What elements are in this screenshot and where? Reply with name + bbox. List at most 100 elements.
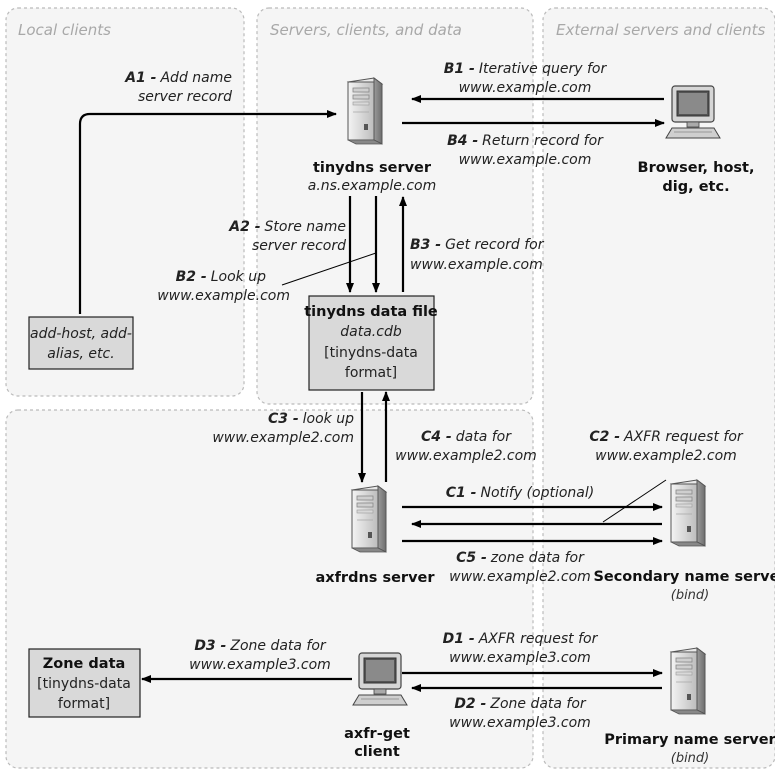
caption-a2-code: A2 - xyxy=(228,219,260,235)
caption-b3-code: B3 - xyxy=(410,237,441,253)
svg-text:D3 -Zone data for: D3 -Zone data for xyxy=(194,638,327,654)
axfr-get-label-line2: client xyxy=(354,744,400,760)
caption-b2-code: B2 - xyxy=(176,269,207,285)
caption-d3-line1: Zone data for xyxy=(229,638,327,654)
caption-b3-line2: www.example.com xyxy=(410,257,543,273)
arrows xyxy=(78,95,665,692)
svg-text:A1 -Add name: A1 -Add name xyxy=(124,70,232,86)
box-data-file-line3: [tinydns-data xyxy=(324,345,418,361)
svg-text:B3 -Get record for: B3 -Get record for xyxy=(410,237,545,253)
arrow-a1 xyxy=(78,110,337,314)
caption-b1: B1 -Iterative query for www.example.com xyxy=(444,61,608,96)
caption-c3-line2: www.example2.com xyxy=(212,430,354,446)
caption-b1-line1: Iterative query for xyxy=(479,61,608,77)
box-zone-data-line2: [tinydns-data xyxy=(37,676,131,692)
caption-d3-code: D3 - xyxy=(194,638,226,654)
tinydns-host-label: a.ns.example.com xyxy=(308,178,437,194)
caption-c3-line1: look up xyxy=(303,411,354,427)
svg-text:C2 -AXFR request for: C2 -AXFR request for xyxy=(589,429,744,445)
server-tower-icon xyxy=(351,485,387,553)
svg-text:C4 -data for: C4 -data for xyxy=(421,429,512,445)
tinydns-server-label: tinydns server xyxy=(313,160,432,176)
primary-server-note: (bind) xyxy=(671,751,710,766)
caption-d2-line1: Zone data for xyxy=(489,696,587,712)
region-title-servers: Servers, clients, and data xyxy=(270,21,462,39)
caption-c2-code: C2 - xyxy=(589,429,620,445)
box-add-host-line2: alias, etc. xyxy=(47,346,114,362)
region-external: External servers and clients xyxy=(542,7,775,769)
caption-b4-line2: www.example.com xyxy=(459,152,592,168)
caption-b1-code: B1 - xyxy=(444,61,475,77)
caption-d2-code: D2 - xyxy=(454,696,486,712)
caption-b2-line2: www.example.com xyxy=(157,288,290,304)
box-zone-data-title: Zone data xyxy=(43,656,126,672)
svg-text:B2 -Look up: B2 -Look up xyxy=(176,269,266,285)
caption-c5-line2: www.example2.com xyxy=(449,569,591,585)
server-tower-icon xyxy=(347,77,383,145)
caption-a1-line2: server record xyxy=(138,89,232,105)
box-data-file-name: data.cdb xyxy=(340,324,402,340)
caption-d3-line2: www.example3.com xyxy=(189,657,331,673)
axfrdns-server-label: axfrdns server xyxy=(315,570,435,586)
caption-c5: C5 -zone data for www.example2.com xyxy=(449,550,591,585)
server-tower-icon xyxy=(670,647,706,715)
caption-c4-line2: www.example2.com xyxy=(395,448,537,464)
svg-text:B4 -Return record for: B4 -Return record for xyxy=(447,133,604,149)
caption-d2: D2 -Zone data for www.example3.com xyxy=(449,696,591,731)
caption-a2-line1: Store name xyxy=(265,219,346,235)
caption-a2: A2 - Store name server record xyxy=(228,219,346,254)
region-title-local: Local clients xyxy=(18,21,111,39)
svg-text:C1 -Notify (optional): C1 -Notify (optional) xyxy=(446,485,594,501)
caption-b4: B4 -Return record for www.example.com xyxy=(447,133,604,168)
browser-label-line1: Browser, host, xyxy=(638,160,755,176)
caption-c3: C3 -look up www.example2.com xyxy=(212,411,354,446)
desktop-computer-icon xyxy=(665,85,721,139)
svg-text:B1 -Iterative query for: B1 -Iterative query for xyxy=(444,61,608,77)
region-title-external: External servers and clients xyxy=(556,21,766,39)
caption-b3-line1: Get record for xyxy=(445,237,545,253)
primary-server-label: Primary name server xyxy=(604,732,775,748)
secondary-server-note: (bind) xyxy=(671,588,710,603)
caption-d1-line2: www.example3.com xyxy=(449,650,591,666)
caption-c5-line1: zone data for xyxy=(490,550,585,566)
region-local-clients: Local clients xyxy=(5,7,245,397)
svg-text:D2 -Zone data for: D2 -Zone data for xyxy=(454,696,587,712)
caption-a1: A1 -Add name server record xyxy=(124,70,232,105)
caption-d1: D1 -AXFR request for www.example3.com xyxy=(443,631,599,666)
caption-c2-line1: AXFR request for xyxy=(623,429,744,445)
pointer-b2 xyxy=(281,252,377,286)
svg-text:D1 -AXFR request for: D1 -AXFR request for xyxy=(443,631,599,647)
caption-b4-line1: Return record for xyxy=(482,133,604,149)
caption-c4-code: C4 - xyxy=(421,429,452,445)
caption-c1: C1 -Notify (optional) xyxy=(446,485,594,501)
desktop-computer-icon xyxy=(352,652,408,706)
box-zone-data-line3: format] xyxy=(58,696,110,712)
box-data-file-line4: format] xyxy=(345,365,397,381)
box-tinydns-data-file: tinydns data file data.cdb [tinydns-data… xyxy=(304,295,438,391)
box-add-host: add-host, add- alias, etc. xyxy=(28,316,134,370)
box-add-host-line1: add-host, add- xyxy=(30,326,132,342)
caption-c4-line1: data for xyxy=(456,429,512,445)
caption-c1-line1: Notify (optional) xyxy=(480,485,594,501)
caption-c2-line2: www.example2.com xyxy=(595,448,737,464)
caption-a1-line1: Add name xyxy=(159,70,232,86)
secondary-server-label: Secondary name server xyxy=(593,569,775,585)
caption-b3: B3 -Get record for www.example.com xyxy=(410,237,545,273)
caption-c5-code: C5 - xyxy=(456,550,487,566)
box-zone-data: Zone data [tinydns-data format] xyxy=(28,648,141,718)
server-tower-icon xyxy=(670,479,706,547)
caption-c2: C2 -AXFR request for www.example2.com xyxy=(589,429,744,464)
box-data-file-title: tinydns data file xyxy=(304,304,438,320)
axfr-get-label-line1: axfr-get xyxy=(344,726,410,742)
caption-d1-code: D1 - xyxy=(443,631,475,647)
pointer-c2 xyxy=(602,479,667,523)
browser-label-line2: dig, etc. xyxy=(662,179,729,195)
caption-b2-line1: Look up xyxy=(211,269,266,285)
svg-text:A2 -Store name: A2 - Store name xyxy=(228,219,346,235)
svg-text:C3 -look up: C3 -look up xyxy=(268,411,354,427)
caption-c1-code: C1 - xyxy=(446,485,477,501)
caption-d1-line1: AXFR request for xyxy=(478,631,599,647)
caption-a1-code: A1 - xyxy=(124,70,156,86)
caption-a2-line2: server record xyxy=(252,238,346,254)
